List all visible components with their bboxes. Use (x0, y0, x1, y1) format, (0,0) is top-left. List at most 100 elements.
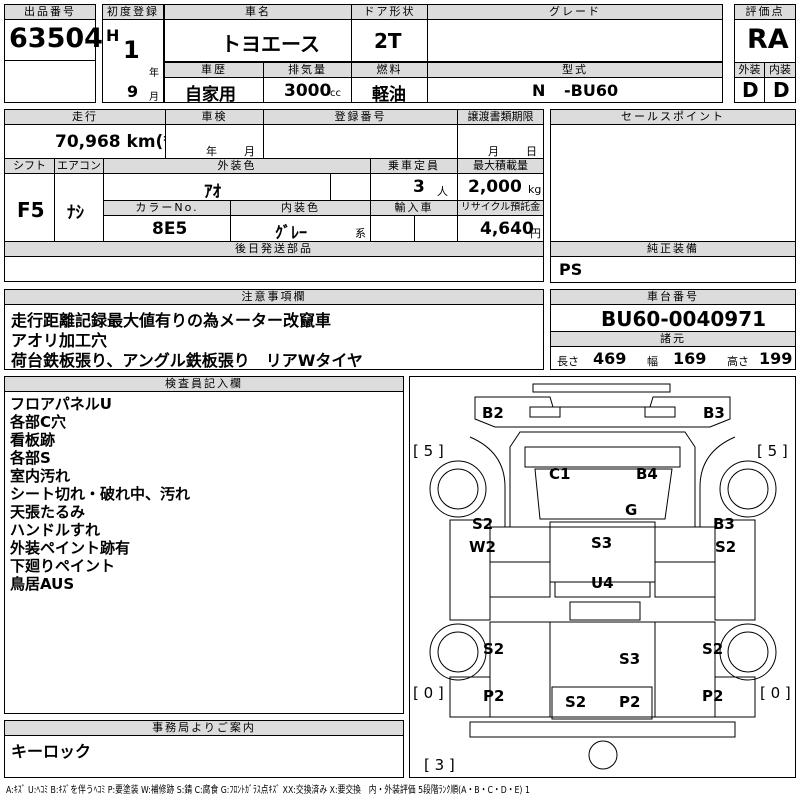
damage-mark: S2 (483, 640, 505, 658)
door-type-label: ドア形状 (351, 4, 428, 20)
spec-label: 諸元 (550, 331, 796, 347)
first-registration-box: H 1 年 9 月 (102, 19, 164, 103)
aircon-box: ﾅｼ (54, 173, 104, 242)
max-load-unit: kg (528, 183, 542, 196)
inspection-box: 年 月 (165, 124, 264, 159)
vehicle-diagram: B2 B3 C1 B4 G S2 B3 W2 S3 S2 U4 S2 S3 S2… (409, 376, 796, 778)
transfer-month-unit: 月 (488, 145, 499, 158)
damage-mark: B2 (482, 404, 504, 422)
exterior-score-box: D (734, 77, 765, 103)
sales-point-box (550, 124, 796, 242)
inspector-item: フロアパネルU (10, 395, 112, 413)
exterior-score: D (742, 78, 759, 102)
damage-mark: S3 (591, 534, 613, 552)
note-line: アオリ加工穴 (11, 331, 108, 350)
displacement: 3000 (284, 81, 332, 101)
genuine-equipment-box: PS (550, 256, 796, 283)
damage-mark: C1 (549, 465, 571, 483)
damage-mark: B3 (713, 515, 735, 533)
damage-mark: G (625, 501, 638, 519)
lot-number-box: 63504 (4, 19, 103, 61)
lot-number-label: 出品番号 (4, 4, 96, 20)
tire-tread-front-right: [ 5 ] (757, 442, 788, 460)
model: -BU60 (564, 81, 619, 100)
inspector-item: 室内汚れ (10, 467, 71, 485)
capacity-label: 乗車定員 (370, 158, 458, 174)
transfer-deadline-label: 譲渡書類期限 (457, 109, 544, 125)
recycle-fee-label: リサイクル預託金 (457, 200, 544, 216)
interior-color: ｸﾞﾚｰ (275, 223, 308, 242)
lot-number: 63504 (9, 23, 103, 54)
damage-mark: P2 (619, 693, 641, 711)
inspector-item: 天張たるみ (10, 503, 86, 521)
history: 自家用 (185, 85, 236, 105)
car-name: トヨエース (221, 32, 320, 56)
shift-label: シフト (4, 158, 55, 174)
damage-mark: S3 (619, 650, 641, 668)
registration-number-label: 登録番号 (263, 109, 458, 125)
chassis-number-label: 車台番号 (550, 289, 796, 305)
score: RA (747, 24, 789, 55)
registration-number-box (263, 124, 458, 159)
history-label: 車歴 (164, 62, 264, 78)
exterior-color-box: ｱｵ (103, 173, 371, 202)
tire-tread-rear-left: [ 0 ] (413, 684, 444, 702)
import-box (370, 215, 458, 242)
inspector-box: フロアパネルU 各部C穴 看板跡 各部S 室内汚れ シート切れ・破れ中、汚れ 天… (4, 391, 404, 714)
mileage: 70,968 km(*) (55, 132, 180, 152)
office-notice-label: 事務局よりご案内 (4, 720, 404, 736)
interior-color-box: ｸﾞﾚｰ 系 (230, 215, 371, 242)
fuel-box: 軽油 (351, 77, 428, 105)
inspection-label: 車検 (165, 109, 264, 125)
recycle-fee: 4,640 (480, 219, 534, 239)
damage-mark: U4 (591, 574, 614, 592)
inspector-item: 下廻りペイント (10, 557, 116, 575)
width: 169 (673, 349, 707, 368)
legend: A:ｷｽﾞ U:ﾍｺﾐ B:ｷｽﾞを伴うﾍｺﾐ P:要塗装 W:補修跡 S:錆 … (6, 785, 530, 796)
damage-mark: S2 (565, 693, 587, 711)
max-load: 2,000 (468, 177, 522, 197)
color-number-box: 8E5 (103, 215, 231, 242)
inspector-item: シート切れ・破れ中、汚れ (10, 485, 191, 503)
transfer-deadline-box: 月 日 (457, 124, 544, 159)
genuine-equipment-label: 純正装備 (550, 241, 796, 257)
spec-box: 長さ 469 幅 169 高さ 199 (550, 346, 796, 370)
registration-year: 1 (123, 36, 140, 64)
later-parts-label: 後日発送部品 (4, 241, 544, 257)
lot-number-blank (4, 60, 96, 103)
recycle-fee-unit: 円 (530, 227, 541, 240)
length-label: 長さ (557, 355, 579, 368)
tire-tread-spare: [ 3 ] (424, 756, 455, 774)
month-unit: 月 (149, 92, 159, 103)
mileage-box: 70,968 km(*) (4, 124, 180, 159)
inspector-item: 各部S (10, 449, 51, 467)
import-label: 輸入車 (370, 200, 458, 216)
fuel-label: 燃料 (351, 62, 428, 78)
grade-box (427, 19, 723, 62)
damage-mark: S2 (472, 515, 494, 533)
inspector-item: 看板跡 (10, 431, 56, 449)
aircon-label: エアコン (54, 158, 104, 174)
inspector-item: 鳥居AUS (10, 575, 75, 593)
damage-mark: B4 (636, 465, 658, 483)
damage-mark: P2 (483, 687, 505, 705)
door-type-box: 2T (351, 19, 428, 62)
car-name-label: 車名 (164, 4, 352, 20)
height: 199 (759, 349, 793, 368)
inspection-month-unit: 月 (244, 145, 255, 158)
note-line: 走行距離記録最大値有りの為メーター改竄車 (11, 311, 332, 330)
interior-score: D (773, 78, 790, 102)
tire-tread-rear-right: [ 0 ] (760, 684, 791, 702)
model-label: 型式 (427, 62, 723, 78)
displacement-label: 排気量 (263, 62, 352, 78)
truck-outline-diagram (429, 383, 777, 770)
sales-point-label: セールスポイント (550, 109, 796, 125)
notes-box: 走行距離記録最大値有りの為メーター改竄車 アオリ加工穴 荷台鉄板張り、アングル鉄… (4, 304, 544, 370)
first-registration-label: 初度登録 (102, 4, 164, 20)
recycle-fee-box: 4,640 円 (457, 215, 544, 242)
grade-label: グレード (427, 4, 723, 20)
model-prefix: N (532, 81, 546, 100)
damage-mark: W2 (469, 538, 496, 556)
office-notice: キーロック (11, 742, 92, 761)
interior-color-label: 内装色 (230, 200, 371, 216)
